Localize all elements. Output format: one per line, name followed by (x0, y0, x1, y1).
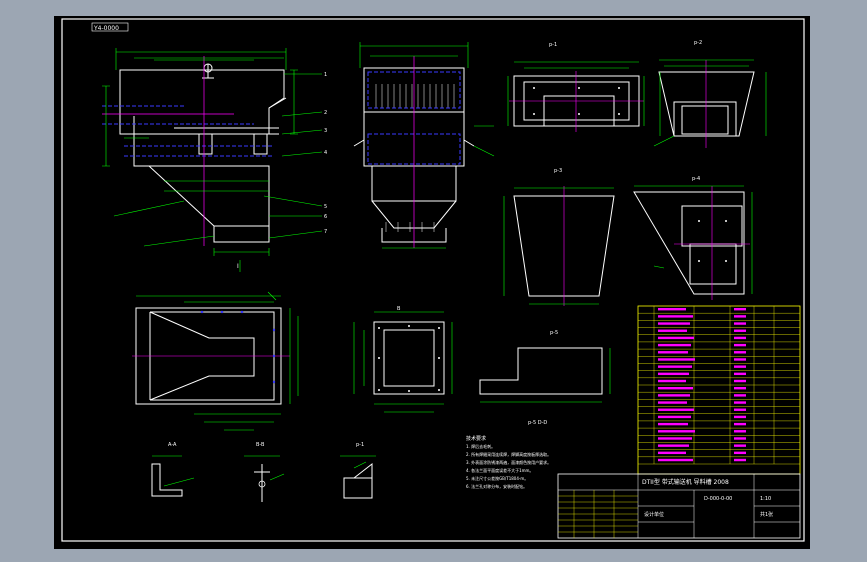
parts-list-cell-text (658, 437, 692, 440)
parts-list-cell-text (658, 379, 686, 383)
parts-list-cell-text (734, 451, 746, 455)
engineering-drawing: Y4-0000 (61, 18, 805, 542)
parts-list-cell-text (658, 372, 689, 376)
parts-list-cell-text (734, 322, 746, 325)
svg-text:p-2: p-2 (694, 40, 702, 46)
parts-list-cell-text (658, 387, 693, 390)
svg-text:p-5: p-5 (550, 330, 558, 336)
parts-list-cell-text (658, 365, 692, 368)
parts-list-cell-text (658, 401, 687, 404)
svg-text:p-1: p-1 (549, 42, 557, 48)
title-block: DTII型 带式输送机 导料槽 2008 D-000-0-00 1:10 共1张… (557, 473, 801, 539)
parts-list-cell-text (734, 401, 746, 404)
parts-list-cell-text (734, 329, 746, 332)
svg-text:p-1: p-1 (356, 442, 364, 448)
parts-list-cell-text (734, 444, 746, 447)
sheet-border (61, 18, 805, 542)
svg-text:5: 5 (324, 204, 327, 210)
svg-text:4: 4 (324, 150, 327, 156)
corner-tag (91, 22, 129, 32)
svg-text:4. 各法兰面平面度误差不大于1mm。: 4. 各法兰面平面度误差不大于1mm。 (466, 467, 533, 473)
parts-list-cell-text (658, 308, 686, 311)
title-block-scale: 1:10 (760, 496, 771, 502)
plan-view (132, 291, 299, 431)
parts-list-cell-text (658, 422, 688, 426)
title-block-sheet: 共1张 (760, 511, 773, 518)
title-block-drawing-no: D-000-0-00 (704, 496, 732, 502)
svg-text:技术要求: 技术要求 (466, 435, 486, 442)
parts-list-cell-text (658, 444, 689, 447)
title-block-unit: 设计单位 (644, 511, 664, 518)
flange-view: B (353, 306, 453, 413)
svg-text:3: 3 (324, 128, 327, 134)
parts-list-cell-text (734, 430, 746, 433)
parts-list-cell-text (734, 408, 746, 411)
svg-text:5. 未注尺寸公差按GB/T1804-m。: 5. 未注尺寸公差按GB/T1804-m。 (466, 475, 528, 481)
corner-tag-label: Y4-0000 (93, 25, 119, 32)
parts-list-cell-text (658, 329, 687, 332)
detail-p1: p-1 (507, 42, 645, 132)
svg-text:p-3: p-3 (554, 168, 562, 174)
parts-list-cell-text (734, 308, 746, 311)
detail-p4: p-4 (633, 176, 753, 300)
parts-list-cell-text (658, 358, 695, 361)
cad-drawing-canvas: Y4-0000 (54, 16, 810, 549)
front-view-title: I (237, 263, 239, 270)
parts-list-cell-text (658, 315, 693, 318)
parts-list-cell-text (734, 365, 746, 368)
parts-list-cell-text (734, 415, 746, 419)
svg-text:p-4: p-4 (692, 176, 700, 182)
svg-text:7: 7 (324, 229, 327, 235)
svg-text:B-B: B-B (256, 442, 265, 448)
title-block-main-title: DTII型 带式输送机 导料槽 2008 (642, 478, 729, 486)
detail-p2: p-2 (653, 40, 767, 148)
parts-list (637, 305, 801, 475)
parts-list-cell-text (658, 322, 690, 325)
parts-list-cell-text (658, 451, 686, 455)
parts-list-cell-text (658, 336, 694, 340)
parts-list-cell-text (734, 358, 746, 361)
svg-text:p-5 D-D: p-5 D-D (528, 420, 547, 426)
parts-list-cell-text (734, 351, 746, 354)
parts-list-cell-text (734, 343, 746, 347)
parts-list-cell-text (658, 351, 688, 354)
parts-list-cell-text (734, 315, 746, 318)
parts-list-cell-text (658, 415, 691, 419)
parts-list-cell-text (734, 437, 746, 440)
parts-list-cell-text (734, 372, 746, 376)
svg-text:3. 外表面涂防锈漆两遍，面漆颜色按用户要求。: 3. 外表面涂防锈漆两遍，面漆颜色按用户要求。 (466, 459, 551, 465)
parts-list-cell-text (734, 394, 746, 397)
parts-list-cell-text (734, 422, 746, 426)
svg-text:2: 2 (324, 110, 327, 116)
front-view: 1 2 3 4 5 6 7 I (102, 48, 327, 272)
parts-list-cell-text (658, 343, 691, 347)
svg-text:A-A: A-A (168, 442, 177, 448)
svg-text:1. 焊后去毛刺。: 1. 焊后去毛刺。 (466, 443, 495, 449)
svg-text:2. 所有焊缝采用连续焊，焊脚高度按板厚选取。: 2. 所有焊缝采用连续焊，焊脚高度按板厚选取。 (466, 451, 551, 457)
detail-p3: p-3 (503, 168, 615, 306)
parts-list-cell-text (734, 387, 746, 390)
section-views: A-A B-B p-1 (151, 442, 376, 502)
parts-list-cell-text (734, 379, 746, 383)
parts-list-cell-text (734, 336, 746, 340)
detail-p5: p-5 p-5 D-D (479, 330, 611, 426)
parts-list-cell-text (658, 430, 695, 433)
parts-list-cell-text (658, 394, 690, 397)
parts-list-cell-text (658, 458, 693, 462)
parts-list-cell-text (658, 408, 694, 411)
svg-text:1: 1 (324, 72, 327, 78)
svg-text:6. 法兰孔对称分布，安装时配钻。: 6. 法兰孔对称分布，安装时配钻。 (466, 483, 527, 489)
svg-text:6: 6 (324, 214, 327, 220)
svg-text:B: B (397, 306, 401, 312)
technical-notes: 技术要求 1. 焊后去毛刺。 2. 所有焊缝采用连续焊，焊脚高度按板厚选取。 3… (466, 435, 551, 489)
parts-list-cell-text (734, 458, 746, 462)
side-view (353, 42, 495, 249)
